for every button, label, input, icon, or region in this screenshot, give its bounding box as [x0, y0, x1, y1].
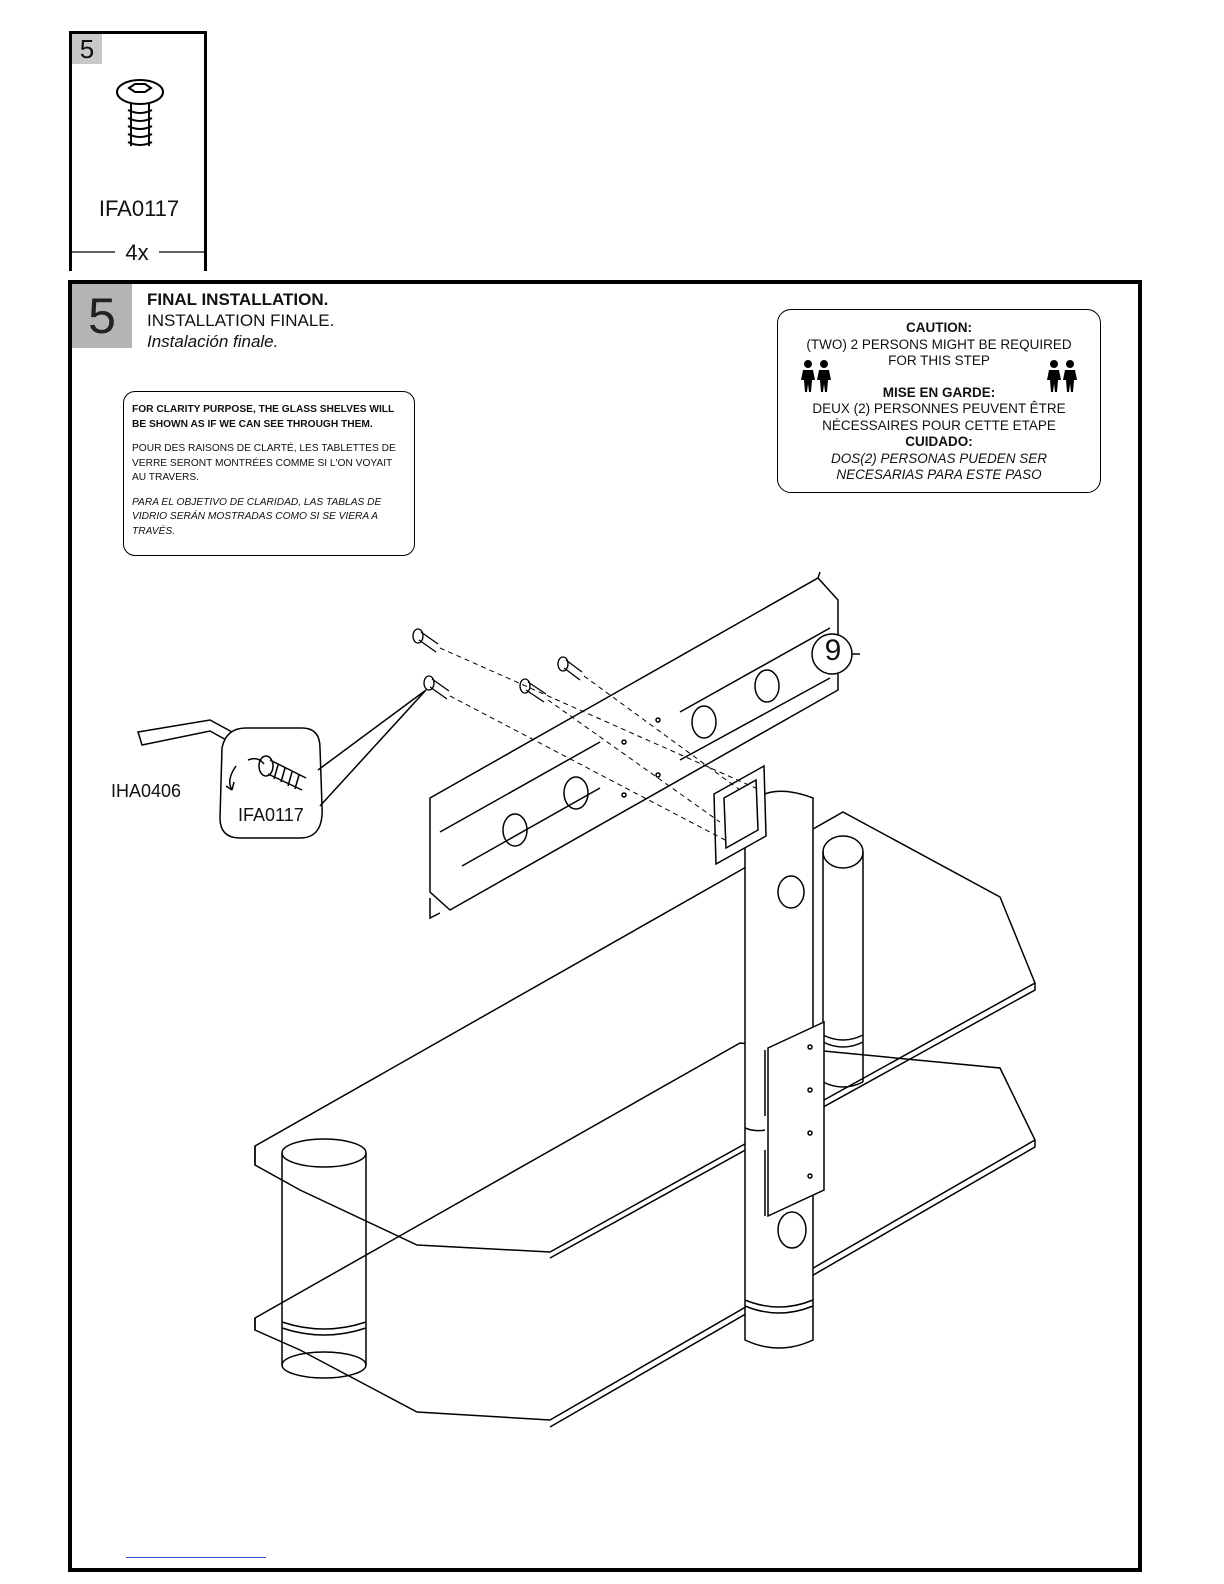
caution-line1-es: DOS(2) PERSONAS PUEDEN SER — [830, 450, 1048, 466]
lower-glass-shelf — [254, 1042, 1036, 1421]
screw-3 — [519, 678, 547, 703]
part-number-label: 9 — [824, 634, 842, 667]
caution-line2-es: NECESARIAS PARA ESTE PASO — [836, 467, 1042, 482]
two-persons-icon — [1047, 360, 1077, 392]
caution-heading-fr: MISE EN GARDE: — [882, 384, 996, 400]
screw-code-label: IFA0117 — [238, 805, 304, 825]
caution-line1-en: (TWO) 2 PERSONS MIGHT BE REQUIRED — [806, 336, 1072, 352]
step-frame — [68, 280, 1142, 1572]
hardware-part-code: IFA0117 — [98, 196, 180, 221]
caution-heading-es: CUIDADO: — [905, 434, 973, 449]
hardware-step-number: 5 — [72, 34, 102, 64]
caution-line2-fr: NÉCESSAIRES POUR CETTE ETAPE — [822, 417, 1056, 433]
allen-key-icon — [137, 719, 233, 746]
guide-lines — [439, 647, 761, 841]
caution-line1-fr: DEUX (2) PERSONNES PEUVENT ÊTRE — [812, 401, 1066, 416]
step-title-es: Instalación finale. — [147, 332, 279, 351]
rotate-arrow-icon — [225, 757, 265, 791]
screw-4 — [423, 675, 450, 700]
step-title-en: FINAL INSTALLATION. — [147, 290, 329, 309]
screw-1 — [412, 628, 439, 653]
step-title-fr: INSTALLATION FINALE. — [147, 311, 335, 330]
screws — [412, 628, 583, 703]
clarity-note: FOR CLARITY PURPOSE, THE GLASS SHELVES W… — [123, 391, 415, 556]
note-fr: POUR DES RAISONS DE CLARTÉ, LES TABLETTE… — [132, 443, 396, 483]
two-persons-icon — [801, 360, 831, 392]
left-post — [281, 1138, 367, 1379]
hardware-quantity: 4x — [115, 240, 159, 266]
footer-rule — [126, 1557, 266, 1558]
step-number: 5 — [72, 284, 132, 348]
column-bracket — [764, 1020, 825, 1218]
screw-callout-bubble — [219, 727, 323, 839]
callout-screw-icon — [258, 755, 307, 791]
tool-code-label: IHA0406 — [111, 781, 182, 801]
caution-line2-en: FOR THIS STEP — [888, 353, 990, 368]
caution-box: CAUTION: (TWO) 2 PERSONS MIGHT BE REQUIR… — [777, 309, 1101, 493]
caution-heading-en: CAUTION: — [906, 320, 972, 335]
note-es: PARA EL OBJETIVO DE CLARIDAD, LAS TABLAS… — [132, 496, 382, 537]
upper-glass-shelf — [254, 811, 1036, 1253]
screw-2 — [557, 656, 583, 681]
mounting-plate — [429, 571, 839, 920]
rear-post — [822, 835, 864, 1088]
top-clamp — [713, 764, 767, 866]
hardware-box — [69, 31, 207, 271]
note-en: FOR CLARITY PURPOSE, THE GLASS SHELVES W… — [132, 404, 395, 430]
